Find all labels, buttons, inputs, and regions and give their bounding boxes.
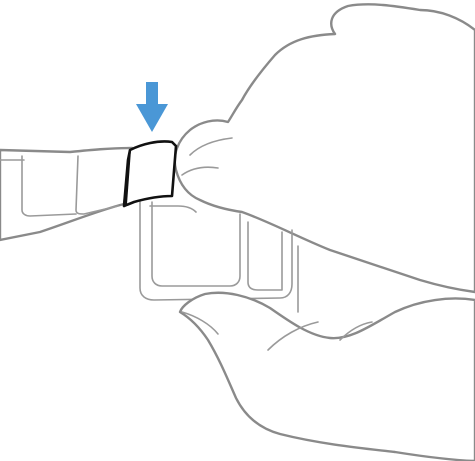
- upper-hand: [175, 4, 475, 292]
- buckle-bar: [150, 206, 196, 212]
- band-strap: [0, 148, 132, 240]
- down-arrow-icon: [136, 82, 168, 132]
- buckle-tongue: [248, 222, 282, 290]
- band-keeper: [124, 141, 176, 206]
- buckle-inner: [152, 202, 240, 286]
- lower-hand: [180, 293, 475, 461]
